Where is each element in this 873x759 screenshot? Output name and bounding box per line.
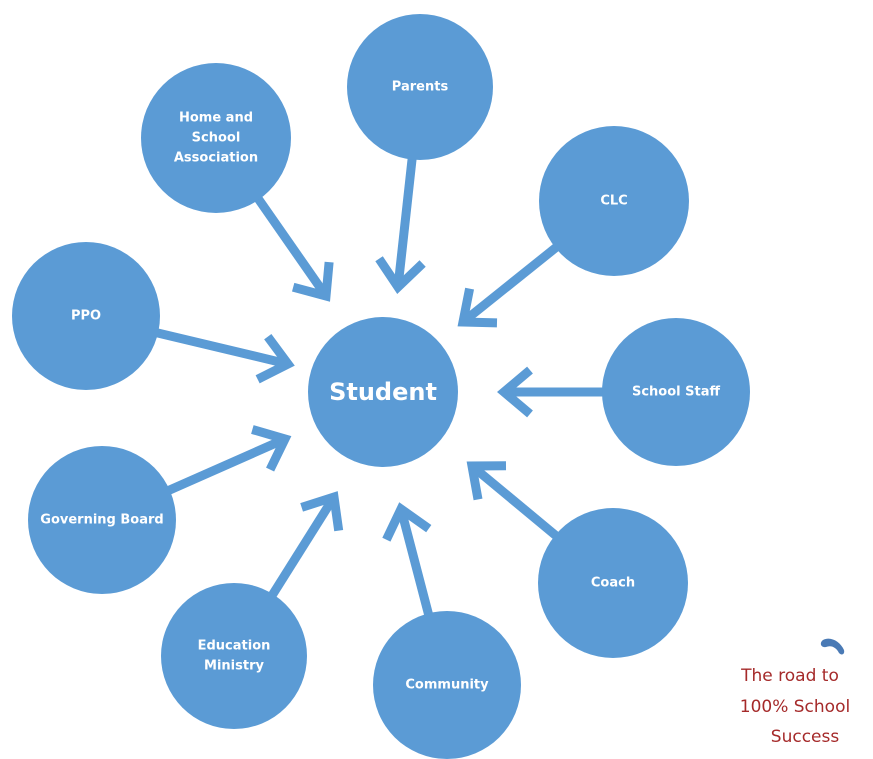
- arrow-coach: [472, 465, 562, 542]
- node-ppo: PPO: [12, 242, 160, 390]
- arrowhead-coach: [466, 461, 507, 501]
- arrow-community: [397, 511, 434, 619]
- node-community: Community: [373, 611, 521, 759]
- node-label-home-and-school-association: School: [192, 131, 241, 146]
- arrow-parents: [393, 155, 417, 284]
- arrowhead-parents: [375, 256, 426, 294]
- node-label-home-and-school-association: Association: [174, 151, 258, 166]
- node-parents: Parents: [347, 14, 493, 160]
- arrowhead-home-and-school-association: [291, 261, 334, 302]
- arrowhead-school-staff: [497, 366, 533, 418]
- node-label-school-staff: School Staff: [632, 385, 721, 400]
- node-circle-education-ministry: [161, 583, 307, 729]
- node-label-parents: Parents: [392, 80, 449, 95]
- node-label-community: Community: [405, 678, 489, 693]
- arrowhead-education-ministry: [300, 491, 344, 532]
- node-circle-home-and-school-association: [141, 63, 291, 213]
- node-circle-school-staff: [602, 318, 750, 466]
- tagline-line-2: 100% School: [740, 697, 850, 717]
- node-label-home-and-school-association: Home and: [179, 111, 253, 126]
- node-circle-clc: [539, 126, 689, 276]
- center-circle: [308, 317, 458, 467]
- node-school-staff: School Staff: [602, 318, 750, 466]
- tagline-line-3: Success: [771, 727, 840, 747]
- center-node: Student: [308, 317, 458, 467]
- tagline: The road to 100% School Success: [740, 638, 850, 747]
- arrow-governing-board: [164, 436, 284, 496]
- arrowhead-community: [382, 502, 432, 542]
- node-circle-parents: [347, 14, 493, 160]
- arrow-clc: [463, 241, 562, 324]
- arrowhead-governing-board: [251, 425, 292, 472]
- center-label: Student: [329, 378, 437, 406]
- node-circle-community: [373, 611, 521, 759]
- node-clc: CLC: [539, 126, 689, 276]
- node-label-education-ministry: Education: [198, 639, 271, 654]
- tagline-line-1: The road to: [740, 666, 839, 686]
- arrowhead-ppo: [255, 333, 295, 384]
- node-label-education-ministry: Ministry: [204, 659, 264, 674]
- node-circle-ppo: [12, 242, 160, 390]
- arrow-ppo: [153, 327, 286, 368]
- logo-swoosh-icon: [820, 638, 845, 655]
- node-coach: Coach: [538, 508, 688, 658]
- node-governing-board: Governing Board: [28, 446, 176, 594]
- node-label-clc: CLC: [600, 194, 627, 209]
- arrow-home-and-school-association: [252, 193, 328, 296]
- node-label-ppo: PPO: [71, 309, 101, 324]
- node-circle-governing-board: [28, 446, 176, 594]
- arrowhead-clc: [457, 287, 498, 328]
- node-circle-coach: [538, 508, 688, 658]
- node-label-governing-board: Governing Board: [40, 513, 163, 528]
- arrow-education-ministry: [266, 497, 336, 600]
- arrows-layer: [153, 155, 606, 619]
- node-label-coach: Coach: [591, 576, 635, 591]
